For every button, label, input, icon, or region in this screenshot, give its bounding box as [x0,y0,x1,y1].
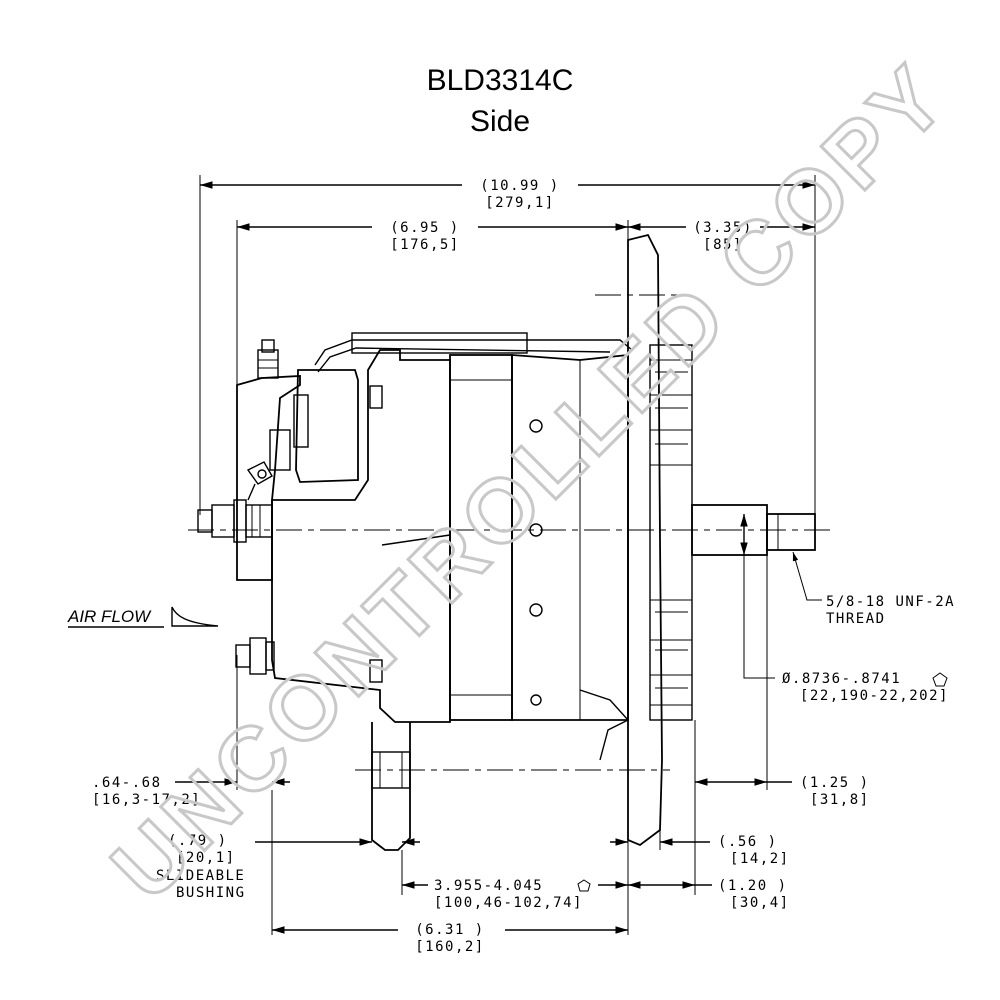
dim-flange-to-pulley-in: (1.20 ) [718,878,788,894]
dim-bushing-width-mm: [20,1] [176,850,236,866]
dim-shaft-diameter-in: Ø.8736-.8741 [782,671,901,687]
alternator-body [197,233,816,851]
dim-bushing-offset-in: .64-.68 [92,775,162,791]
dim-shaft-extension-in: (3.35) [693,220,753,236]
note-slideable: SLIDEABLE [156,868,245,884]
dim-mount-span-mm: [100,46-102,74] [434,895,583,911]
basic-dim-pentagon-icon [577,879,591,892]
thread-label: THREAD [826,611,886,627]
dim-overall-length-mm: [279,1] [485,195,555,211]
note-bushing: BUSHING [176,885,246,901]
dim-flange-to-pulley-mm: [30,4] [730,895,790,911]
basic-dim-pentagon-icon [932,672,948,687]
dim-housing-length-in: (6.95 ) [390,220,460,236]
airflow-label: AIR FLOW [67,607,152,626]
dim-bushing-offset-mm: [16,3-17,2] [92,792,201,808]
drawing-view: Side [470,105,530,138]
dim-pulley-offset-mm: [14,2] [730,851,790,867]
dim-housing-length-mm: [176,5] [390,237,460,253]
airflow-arrow-icon [171,606,219,627]
thread-spec: 5/8-18 UNF-2A [826,594,955,610]
dim-shaft-step-mm: [31,8] [810,792,870,808]
dim-bushing-width-in: (.79 ) [168,833,228,849]
dim-pulley-offset-in: (.56 ) [718,834,778,850]
dim-shaft-extension-mm: [85] [703,237,743,253]
dim-shaft-diameter-mm: [22,190-22,202] [800,688,949,704]
dim-mount-span-in: 3.955-4.045 [434,878,543,894]
drawing-title: BLD3314C [427,64,574,97]
dim-mount-to-flange-mm: [160,2] [415,939,485,955]
dim-mount-to-flange-in: (6.31 ) [415,922,485,938]
dim-shaft-step-in: (1.25 ) [800,775,870,791]
dim-overall-length-in: (10.99 ) [480,178,559,194]
extension-lines [199,175,816,935]
